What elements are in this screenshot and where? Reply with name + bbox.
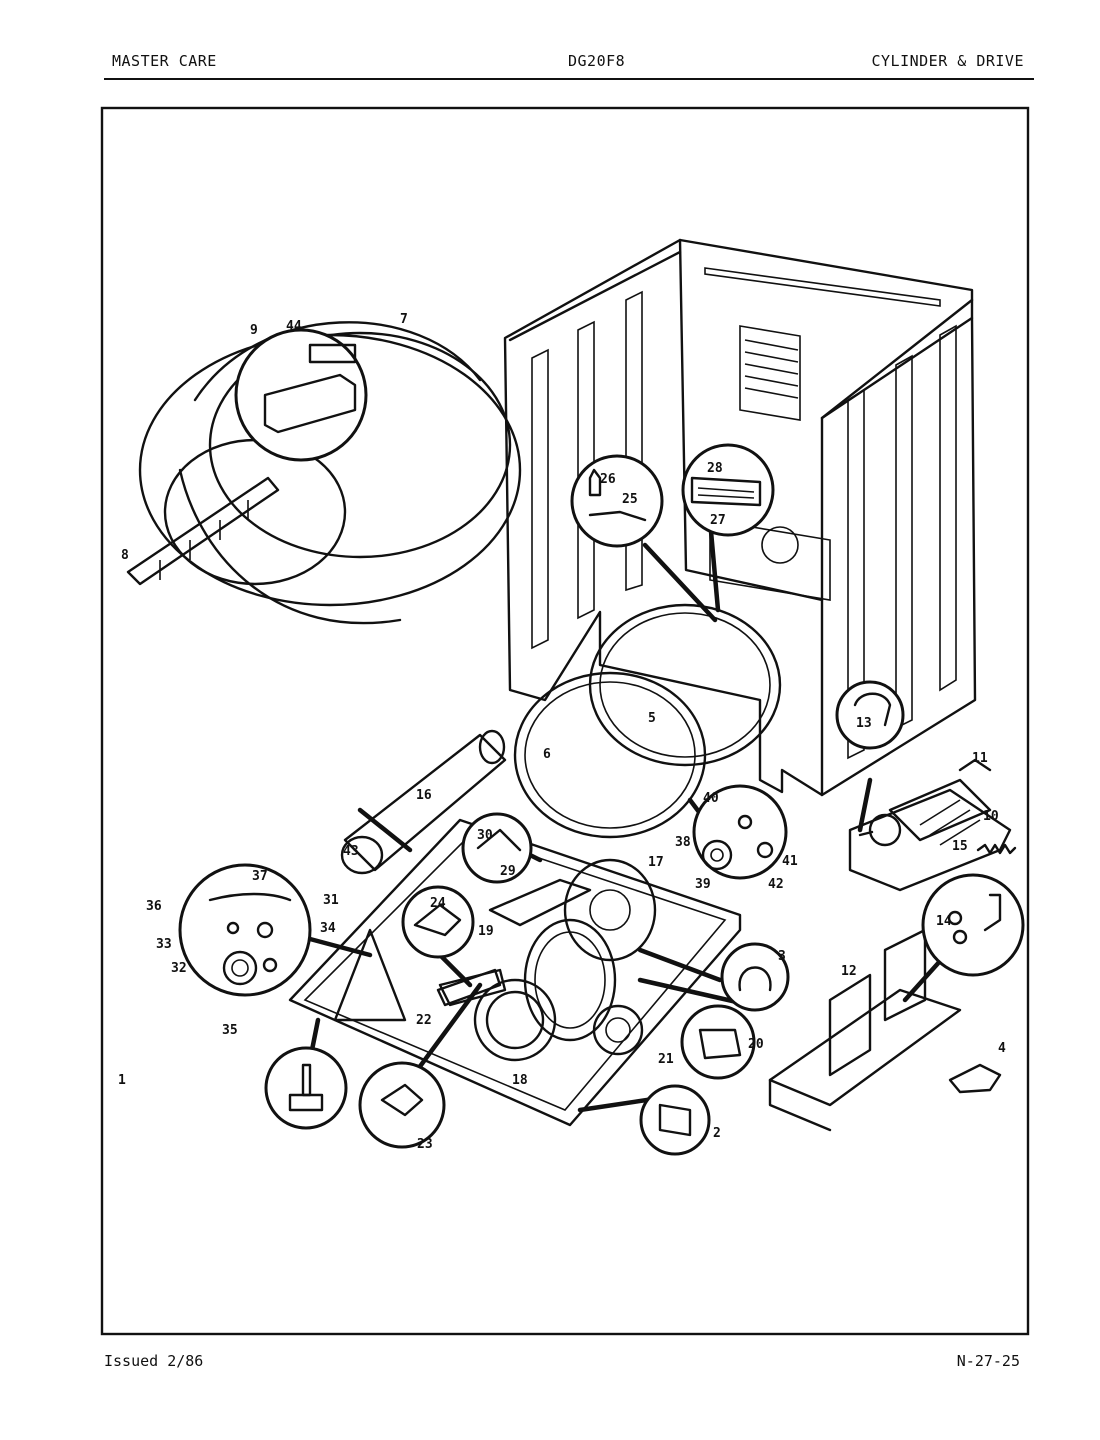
- part-number-34: 34: [320, 921, 336, 936]
- part-number-33: 33: [156, 937, 172, 952]
- part-number-3: 3: [778, 949, 786, 964]
- header-brand: MASTER CARE: [112, 52, 217, 70]
- bulkhead-rings: [513, 603, 782, 839]
- callout-leaders: [292, 517, 953, 1113]
- part-number-32: 32: [171, 961, 187, 976]
- part-number-9: 9: [250, 323, 258, 338]
- part-number-28: 28: [707, 461, 723, 476]
- exhaust-duct: [340, 729, 507, 875]
- part-number-8: 8: [121, 548, 129, 563]
- motor: [848, 758, 1012, 892]
- part-number-35: 35: [222, 1023, 238, 1038]
- header-model-number: DG20F8: [568, 52, 626, 70]
- part-number-14: 14: [936, 914, 952, 929]
- part-number-23: 23: [417, 1137, 433, 1152]
- header-rule: [104, 78, 1034, 80]
- callout-bubbles: [178, 328, 1025, 1156]
- mounting-clip: [948, 1063, 1002, 1094]
- footer-page-code: N-27-25: [956, 1352, 1020, 1370]
- part-number-1: 1: [118, 1073, 126, 1088]
- part-number-38: 38: [675, 835, 691, 850]
- part-number-41: 41: [782, 854, 798, 869]
- diagram-frame: [100, 106, 1030, 1336]
- part-number-40: 40: [703, 791, 719, 806]
- drum: [126, 321, 522, 625]
- idler-pulley: [488, 858, 657, 962]
- part-number-39: 39: [695, 877, 711, 892]
- part-number-18: 18: [512, 1073, 528, 1088]
- part-number-25: 25: [622, 492, 638, 507]
- part-number-6: 6: [543, 747, 551, 762]
- part-number-27: 27: [710, 513, 726, 528]
- part-number-10: 10: [983, 809, 999, 824]
- part-number-36: 36: [146, 899, 162, 914]
- part-number-4: 4: [998, 1041, 1006, 1056]
- part-number-42: 42: [768, 877, 784, 892]
- part-number-19: 19: [478, 924, 494, 939]
- motor-mount-bracket: [768, 928, 962, 1132]
- part-number-24: 24: [430, 896, 446, 911]
- part-number-12: 12: [841, 964, 857, 979]
- part-number-5: 5: [648, 711, 656, 726]
- base-pan: [288, 818, 742, 1127]
- part-number-31: 31: [323, 893, 339, 908]
- part-number-20: 20: [748, 1037, 764, 1052]
- part-number-16: 16: [416, 788, 432, 803]
- part-number-labels: 1 2 3 4 5 6 7 8 9 10 11 12 13 14 15 16 1…: [118, 312, 1006, 1152]
- header-section-title: CYLINDER & DRIVE: [871, 52, 1024, 70]
- part-number-37: 37: [252, 869, 268, 884]
- part-number-13: 13: [856, 716, 872, 731]
- part-number-11: 11: [972, 751, 988, 766]
- part-number-44: 44: [286, 319, 302, 334]
- part-number-15: 15: [952, 839, 968, 854]
- part-number-29: 29: [500, 864, 516, 879]
- part-number-7: 7: [400, 312, 408, 327]
- part-number-22: 22: [416, 1013, 432, 1028]
- part-number-17: 17: [648, 855, 664, 870]
- part-number-21: 21: [658, 1052, 674, 1067]
- belt-tension-spring: [976, 843, 1017, 855]
- part-number-43: 43: [343, 844, 359, 859]
- part-number-30: 30: [477, 828, 493, 843]
- part-number-26: 26: [600, 472, 616, 487]
- footer-issue-date: Issued 2/86: [104, 1352, 204, 1370]
- part-number-2: 2: [713, 1126, 721, 1141]
